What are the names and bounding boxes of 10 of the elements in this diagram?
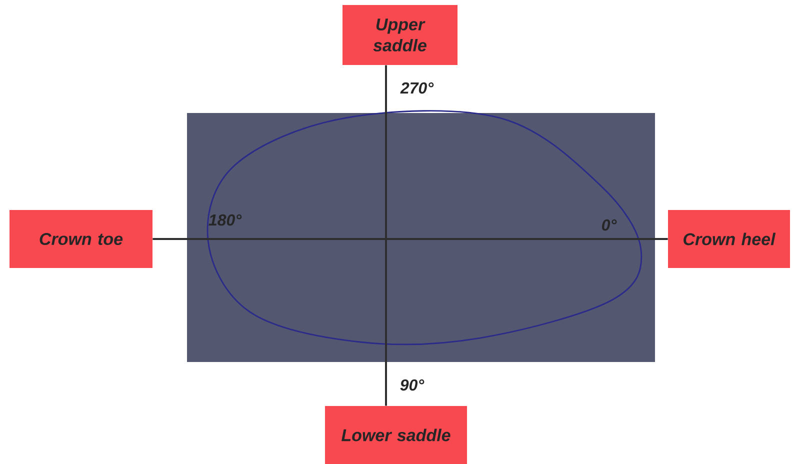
- axis-line: [152, 238, 668, 240]
- label-box: Crown heel: [668, 210, 790, 268]
- angle-label: 180°: [208, 214, 242, 226]
- angle-label: 90°: [400, 379, 424, 391]
- label-box: Crown toe: [10, 210, 152, 268]
- label-box: Upper saddle: [342, 5, 458, 65]
- angle-label: 270°: [400, 82, 434, 94]
- label-box: Lower saddle: [325, 406, 467, 464]
- angle-label: 0°: [602, 219, 617, 231]
- axis-line: [385, 65, 387, 406]
